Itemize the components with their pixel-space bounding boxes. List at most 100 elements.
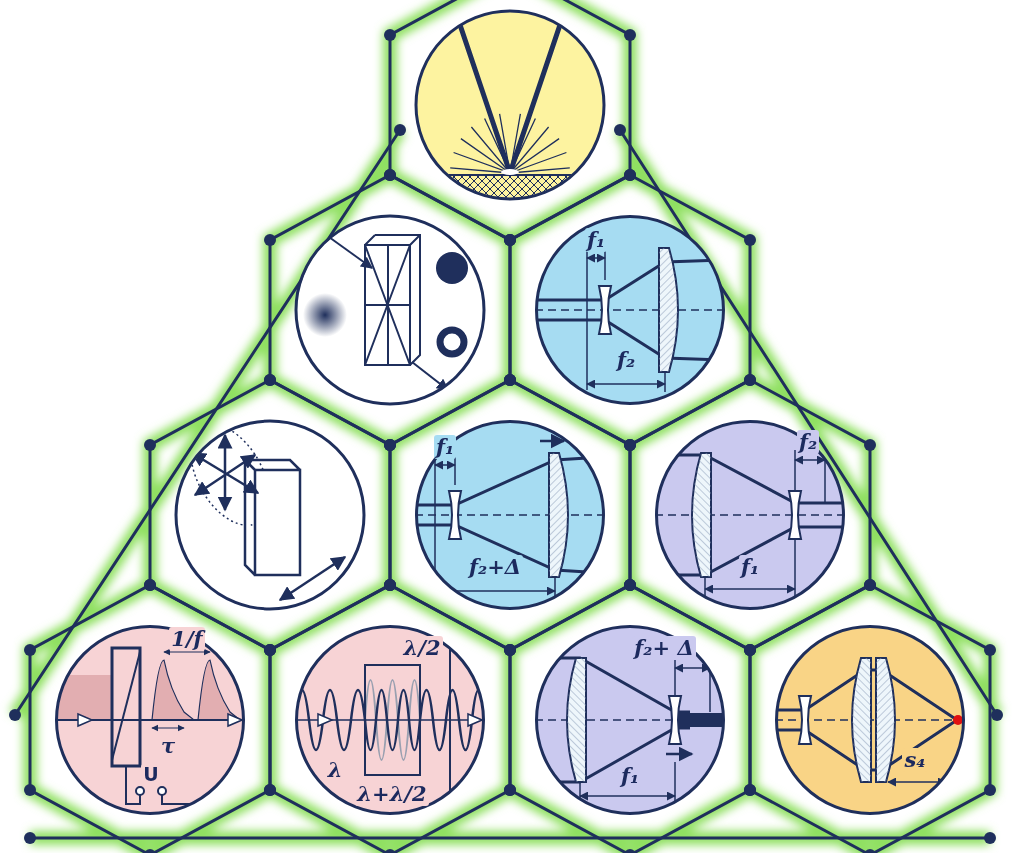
- modulator-figure: [55, 625, 245, 815]
- polarizer-figure: [175, 411, 365, 610]
- beam-reducer-figure: [535, 625, 728, 815]
- waveplate-figure: [365, 665, 420, 775]
- beam-expander-figure: [535, 260, 725, 360]
- lens-circle: f₁f₂: [535, 215, 725, 405]
- beam-expander-figure: [540, 440, 564, 443]
- beam-expander-figure: [549, 453, 568, 577]
- frame-lines: [15, 0, 997, 853]
- beam-reducer-figure: [567, 658, 586, 782]
- frame-dots: [264, 169, 516, 451]
- modulator-figure: [136, 787, 144, 795]
- beam-expander-figure: [535, 215, 725, 405]
- focusing-figure: [876, 658, 895, 782]
- focusing-figure: [775, 625, 965, 815]
- modulator-figure: [152, 727, 184, 728]
- lens-circle: 1/fτU: [55, 625, 245, 815]
- beam-reducer-figure: [705, 450, 825, 597]
- waveplate-figure: [365, 680, 420, 760]
- waveplate-figure: [318, 714, 482, 726]
- lens-circle: f₂+ Δf₁: [535, 625, 725, 815]
- crystal-figure: [295, 215, 485, 405]
- beam-reducer-figure: [655, 420, 845, 610]
- dimension-label: f₂+Δ: [467, 555, 523, 578]
- waveplate-figure: [295, 690, 485, 750]
- modulator-figure: [158, 787, 166, 795]
- focusing-figure: [775, 625, 965, 815]
- modulator-figure: [126, 766, 220, 804]
- beam-expander-figure: [535, 309, 725, 311]
- beam-reducer-figure: [655, 420, 845, 610]
- polarizer-figure: [175, 420, 365, 610]
- beam-expander-figure: [535, 215, 725, 405]
- dimension-label: f₁: [434, 435, 456, 458]
- beam-expander-figure: [599, 286, 611, 334]
- circle-border: [777, 627, 964, 814]
- beam-reducer-figure: [675, 667, 710, 669]
- lens-circle: λλ+λ/2λ/2: [295, 625, 485, 815]
- dimension-label: f₁: [585, 228, 607, 251]
- beam-expander-figure: [415, 420, 605, 610]
- frame-glow: [15, 0, 997, 853]
- polarizer-figure: [280, 557, 345, 600]
- crystal-figure: [295, 215, 485, 405]
- lens-circle: s₄: [775, 625, 965, 815]
- scatter-figure: [450, 114, 570, 173]
- beam-reducer-figure: [655, 514, 845, 516]
- frame-dots: [384, 0, 636, 246]
- beam-expander-figure: [587, 245, 665, 392]
- beam-reducer-figure: [535, 658, 690, 782]
- scatter-figure: [455, 10, 565, 173]
- beam-expander-figure: [449, 491, 461, 539]
- focusing-figure: [876, 658, 895, 782]
- beam-expander-figure: [535, 215, 725, 405]
- frame-glow: [15, 0, 997, 853]
- crystal-figure: [412, 362, 448, 390]
- modulator-figure: [78, 714, 242, 726]
- frame-dots: [144, 374, 396, 656]
- beam-expander-figure: [415, 420, 605, 610]
- crystal-figure: [440, 330, 464, 354]
- dimension-label: f₁: [739, 555, 761, 578]
- lens-circle: f₂ f₁: [655, 420, 845, 610]
- beam-expander-figure: [587, 257, 605, 259]
- modulator-figure: [164, 651, 210, 652]
- focusing-figure: [953, 715, 963, 725]
- scatter-figure: [415, 10, 605, 205]
- circle-border: [297, 627, 484, 814]
- dimension-label: f₂: [797, 430, 819, 453]
- beam-expander-figure: [659, 248, 678, 372]
- circle-outline: [55, 625, 245, 815]
- scatter-figure: [415, 10, 605, 205]
- beam-reducer-figure: [666, 753, 692, 756]
- dimension-label: 1/f: [169, 627, 204, 650]
- waveplate-figure: [449, 625, 451, 815]
- frame-dots: [384, 374, 636, 656]
- crystal-figure: [296, 216, 484, 404]
- beam-reducer-figure: [692, 453, 711, 577]
- frame-dots: [504, 169, 756, 451]
- circle-border: [657, 422, 844, 609]
- beam-expander-figure: [435, 453, 555, 599]
- frame-dots: [624, 374, 876, 656]
- beam-reducer-figure: [789, 491, 801, 539]
- modulator-figure: [140, 660, 240, 720]
- frame-dots: [9, 709, 21, 721]
- beam-expander-figure: [587, 383, 665, 385]
- frame-dots: [504, 579, 756, 853]
- frame-dots: [991, 709, 1003, 721]
- beam-reducer-figure: [705, 588, 795, 590]
- dimension-label: s₄: [902, 748, 927, 771]
- beam-expander-figure: [435, 464, 455, 466]
- frame-dots: [984, 832, 996, 844]
- frame-dots: [614, 124, 626, 136]
- beam-reducer-figure: [580, 658, 710, 804]
- dimension-label: λ/2: [401, 636, 442, 659]
- waveplate-figure: [295, 625, 485, 815]
- frame-dots: [744, 579, 996, 853]
- scatter-figure: [415, 10, 605, 200]
- polarizer-figure: [195, 455, 255, 495]
- frame-lines: [15, 0, 997, 853]
- beam-expander-figure: [549, 453, 568, 577]
